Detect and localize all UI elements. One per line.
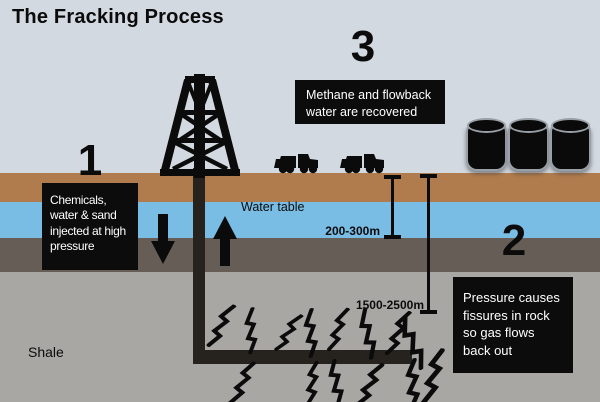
measure-cap xyxy=(384,235,401,239)
shale-label: Shale xyxy=(28,344,64,360)
depth-deep-label: 1500-2500m xyxy=(355,298,424,312)
oil-barrel-icon xyxy=(550,118,591,171)
barrel-lid xyxy=(551,118,590,133)
oil-barrel-icon xyxy=(508,118,549,171)
step-3-callout: Methane and flowback water are recovered xyxy=(295,80,445,124)
depth-shallow-label: 200-300m xyxy=(325,224,380,238)
barrel-lid xyxy=(509,118,548,133)
dump-truck-icon xyxy=(340,154,384,174)
step-2-number: 2 xyxy=(501,216,527,265)
oil-derrick-icon xyxy=(160,74,240,178)
measure-cap xyxy=(420,310,437,314)
step-1-number: 1 xyxy=(77,136,103,185)
injection-down-arrow-icon xyxy=(151,214,175,264)
diagram-title: The Fracking Process xyxy=(12,6,224,28)
depth-deep-measure-bar xyxy=(420,174,437,314)
step-1-callout: Chemicals, water & sand injected at high… xyxy=(42,183,138,270)
measure-line xyxy=(427,174,430,314)
well-pipe-vertical xyxy=(193,168,205,364)
measure-line xyxy=(391,175,394,239)
well-pipe-horizontal xyxy=(193,350,412,364)
step-3-number: 3 xyxy=(350,22,376,71)
barrel-lid xyxy=(467,118,506,133)
step-2-callout: Pressure causes fissures in rock so gas … xyxy=(453,277,573,373)
depth-shallow-measure-bar xyxy=(384,175,401,239)
water-table-label: Water table xyxy=(241,200,305,214)
dump-truck-icon xyxy=(274,154,318,174)
oil-barrel-icon xyxy=(466,118,507,171)
flowback-up-arrow-icon xyxy=(213,216,237,266)
